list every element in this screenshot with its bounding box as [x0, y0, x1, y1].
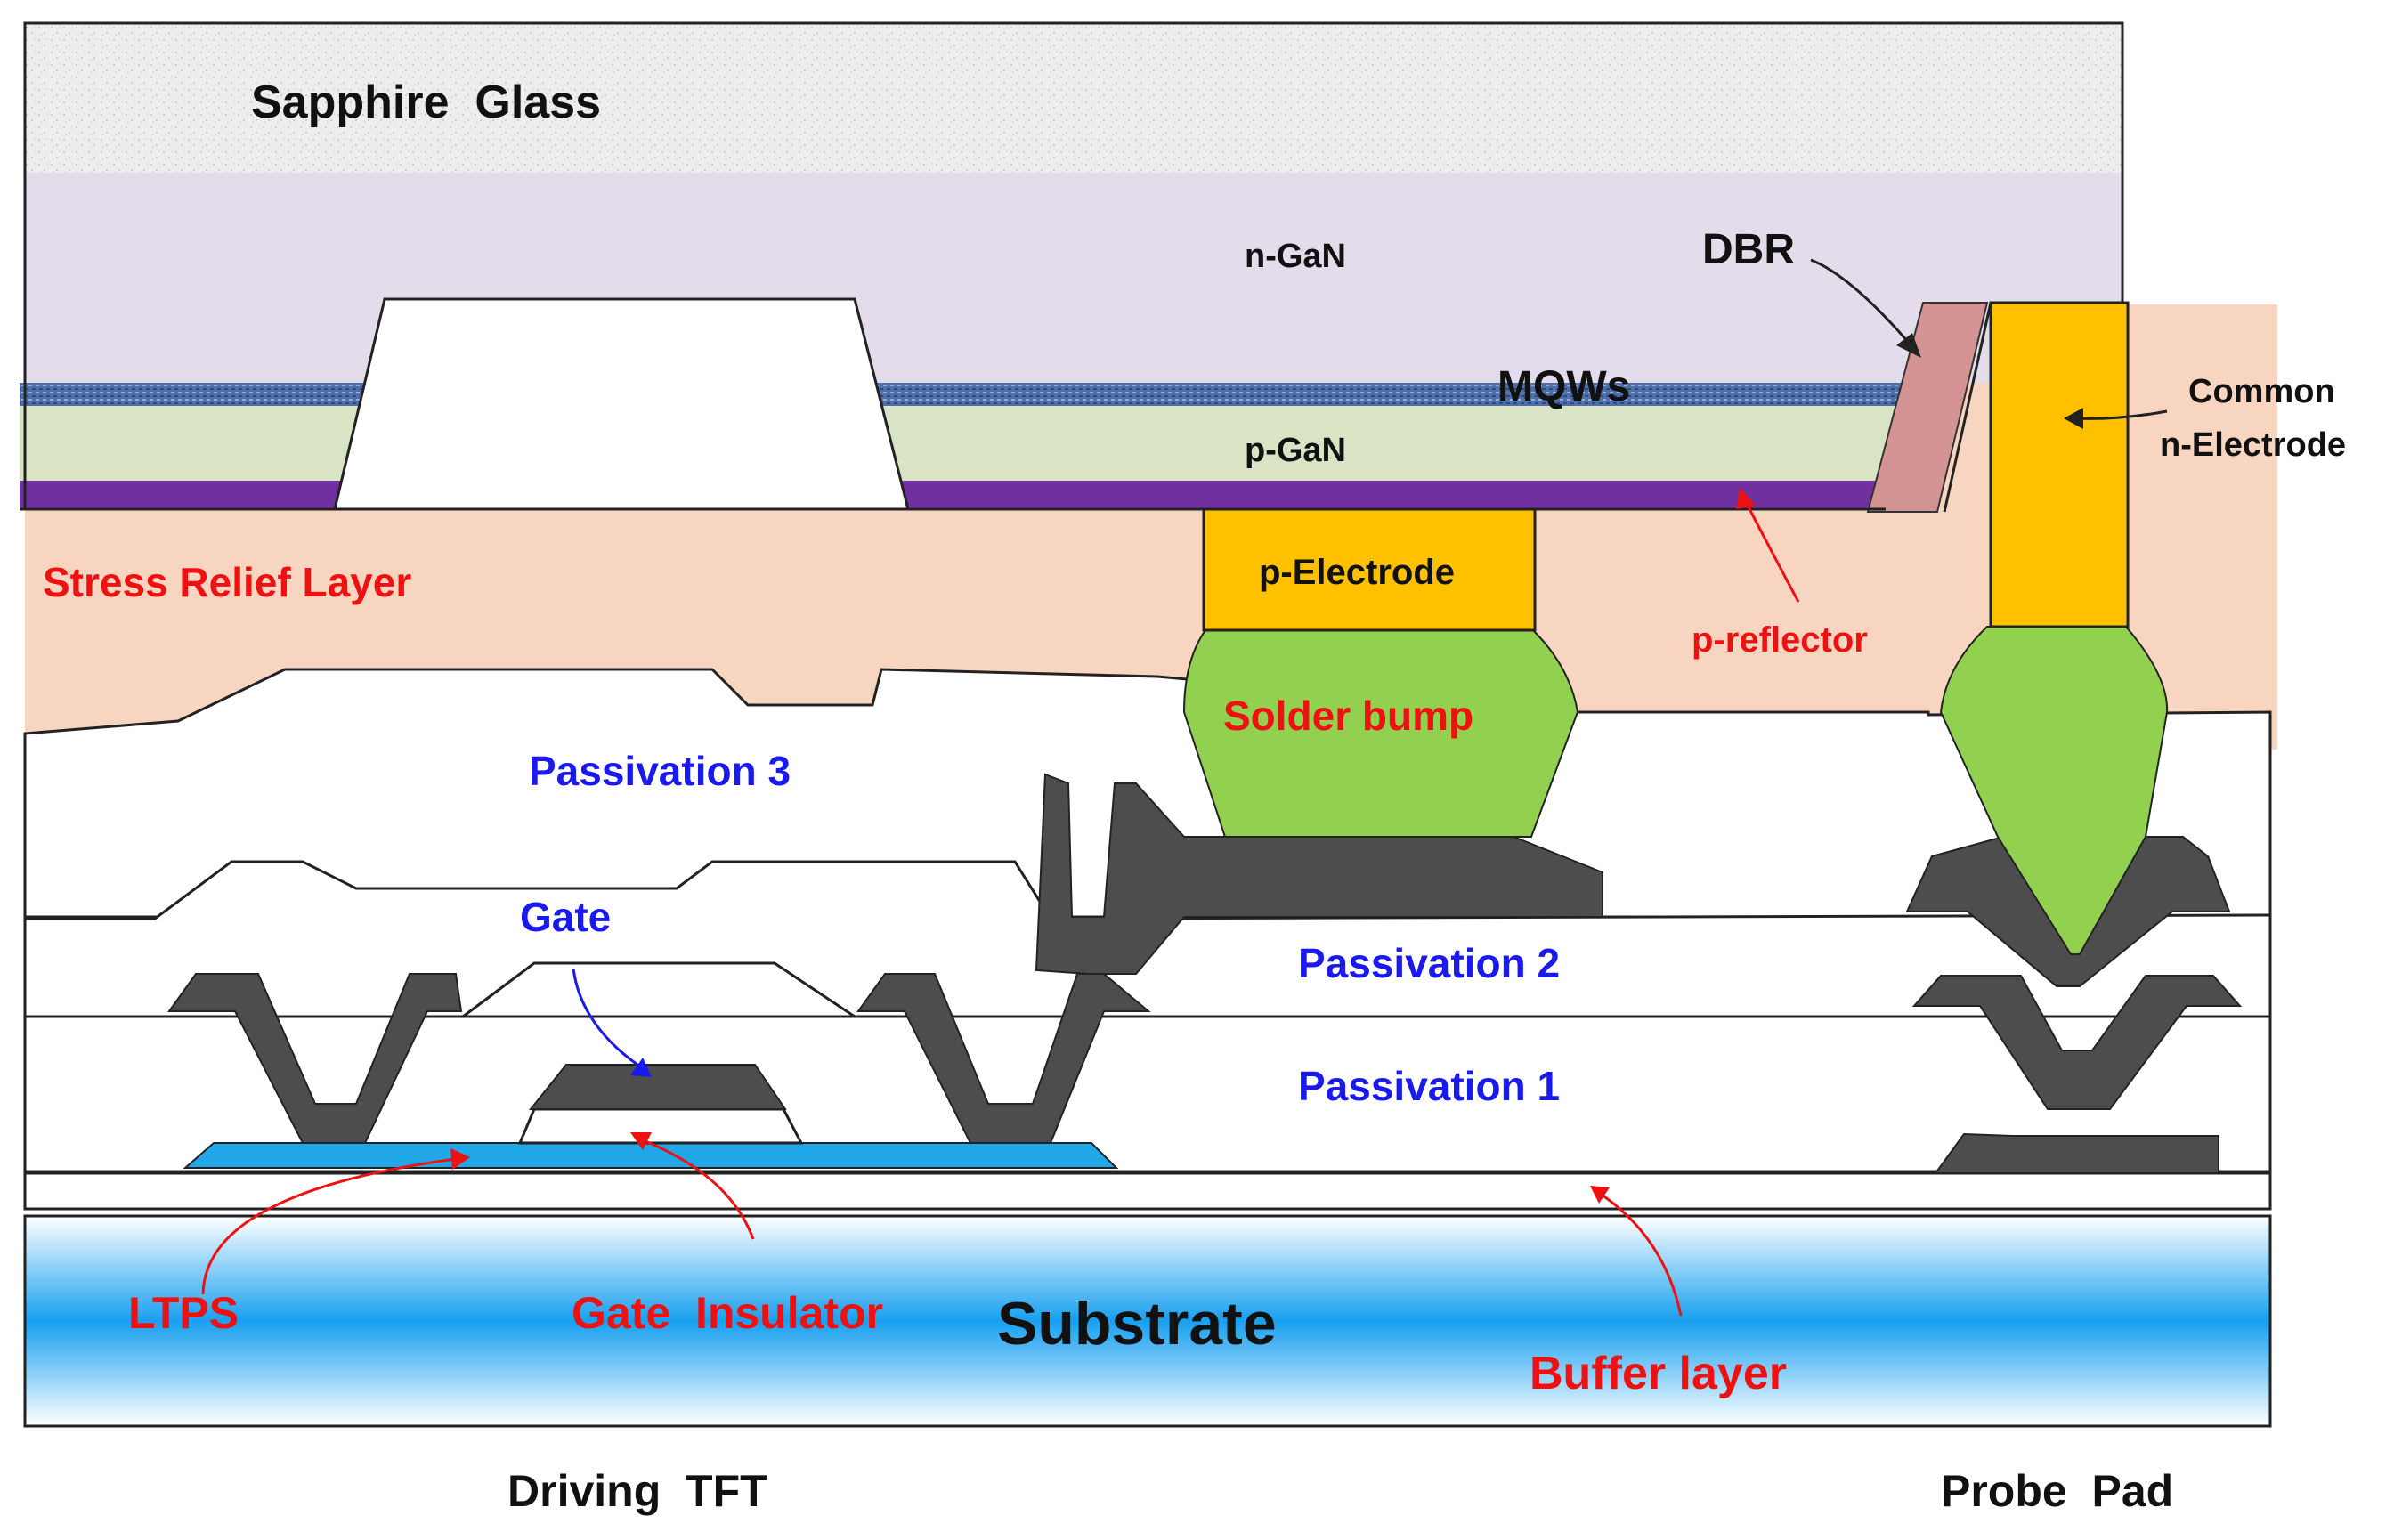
dbr-edge [1943, 302, 1992, 513]
label-substrate: Substrate [997, 1290, 1277, 1358]
p-reflector-arrow [1743, 499, 1800, 603]
buffer-arrowhead [1590, 1186, 1610, 1204]
label-ltps: LTPS [128, 1288, 239, 1338]
label-probe-pad: Probe Pad [1941, 1466, 2173, 1516]
pgan-layer [20, 406, 1907, 481]
gate-arrow [572, 968, 638, 1066]
solder-bump-pixel [1182, 629, 1579, 838]
label-mqws: MQWs [1497, 363, 1630, 410]
gate-insulator [517, 1107, 804, 1145]
mesa-opening [333, 297, 910, 511]
led-outline [23, 21, 2124, 509]
gate-metal [528, 1064, 787, 1110]
label-passivation-1: Passivation 1 [1298, 1063, 1560, 1109]
buffer-arrow [1598, 1191, 1683, 1317]
label-n-gan: n-GaN [1245, 238, 1346, 275]
label-n-electrode: n-Electrode [2160, 426, 2346, 464]
n-electrode-arrow [2073, 409, 2168, 420]
substrate-layer [23, 1214, 2272, 1428]
dbr-arrowhead [1896, 333, 1921, 358]
label-passivation-3: Passivation 3 [529, 748, 791, 794]
label-solder-bump: Solder bump [1223, 693, 1473, 739]
probe-pad-metal-bottom [1934, 1132, 2219, 1174]
pixel-electrode-metal [1035, 773, 1603, 975]
label-p-reflector: p-reflector [1692, 620, 1868, 660]
dbr-layer [1866, 302, 1989, 513]
ltps-layer [183, 1142, 1119, 1169]
passivation-1-gate-bump [458, 961, 859, 1018]
gate-insulator-arrow [640, 1138, 755, 1240]
p-electrode [1202, 507, 1537, 632]
label-dbr: DBR [1702, 226, 1795, 273]
gate-insulator-arrowhead [630, 1132, 652, 1150]
probe-pad-via-lower [1911, 975, 2243, 1110]
label-buffer-layer: Buffer layer [1530, 1348, 1787, 1399]
label-common: Common [2188, 373, 2335, 410]
source-via-metal [167, 973, 463, 1144]
buffer-layer [23, 1171, 2272, 1211]
passivation-3 [23, 668, 2272, 919]
common-n-electrode [1989, 301, 2130, 628]
label-p-gan: p-GaN [1245, 432, 1346, 469]
sapphire-glass-layer [25, 23, 2122, 173]
gate-arrowhead [630, 1058, 652, 1077]
label-passivation-2: Passivation 2 [1298, 940, 1560, 986]
label-gate-insulator: Gate Insulator [572, 1288, 883, 1338]
solder-bump-probe [1939, 626, 2169, 955]
ngan-layer [25, 173, 2122, 383]
mqw-layer [20, 383, 1925, 406]
p-reflector-layer [20, 481, 1886, 509]
ltps-arrow [201, 1157, 457, 1295]
label-stress-relief: Stress Relief Layer [43, 559, 411, 605]
dbr-arrow [1810, 258, 1916, 350]
ltps-arrowhead [450, 1148, 470, 1170]
n-electrode-arrowhead [2064, 408, 2083, 429]
label-driving-tft: Driving TFT [507, 1466, 767, 1516]
label-gate: Gate [520, 894, 611, 940]
p-reflector-arrowhead [1736, 488, 1756, 509]
label-sapphire-glass: Sapphire Glass [251, 77, 601, 128]
label-p-electrode: p-Electrode [1259, 553, 1455, 592]
